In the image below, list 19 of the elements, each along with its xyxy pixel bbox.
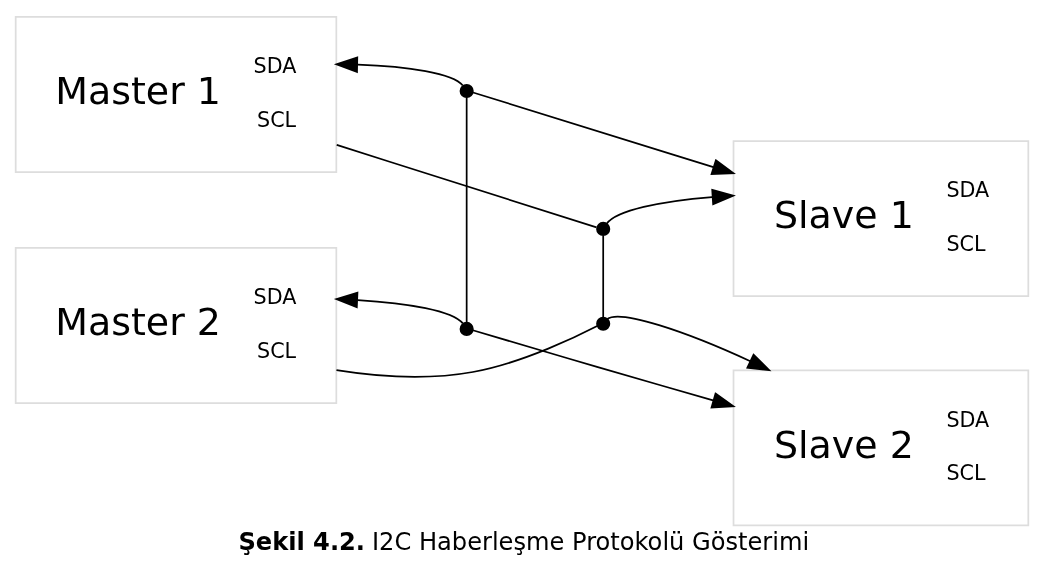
node-box: Slave 1 SDA SCL bbox=[732, 139, 1030, 297]
connector bbox=[465, 96, 468, 323]
caption: Şekil 4.2. I2C Haberleşme Protokolü Gösterimi bbox=[238, 527, 810, 556]
connector bbox=[335, 143, 598, 228]
node-box: Master 1 SDA SCL bbox=[14, 15, 338, 173]
arrow bbox=[333, 291, 464, 324]
arrow bbox=[606, 315, 772, 371]
node-circle bbox=[596, 221, 611, 236]
arrow bbox=[471, 328, 736, 408]
arrow bbox=[605, 188, 736, 225]
node-circle bbox=[459, 83, 474, 98]
node-circle bbox=[459, 321, 474, 336]
connector bbox=[602, 234, 605, 318]
node-box: Master 2 SDA SCL bbox=[14, 246, 338, 404]
node-circle bbox=[596, 316, 611, 331]
node-box: Slave 2 SDA SCL bbox=[732, 368, 1030, 526]
arrow bbox=[472, 91, 736, 175]
connector bbox=[335, 324, 599, 378]
arrow bbox=[333, 55, 464, 86]
